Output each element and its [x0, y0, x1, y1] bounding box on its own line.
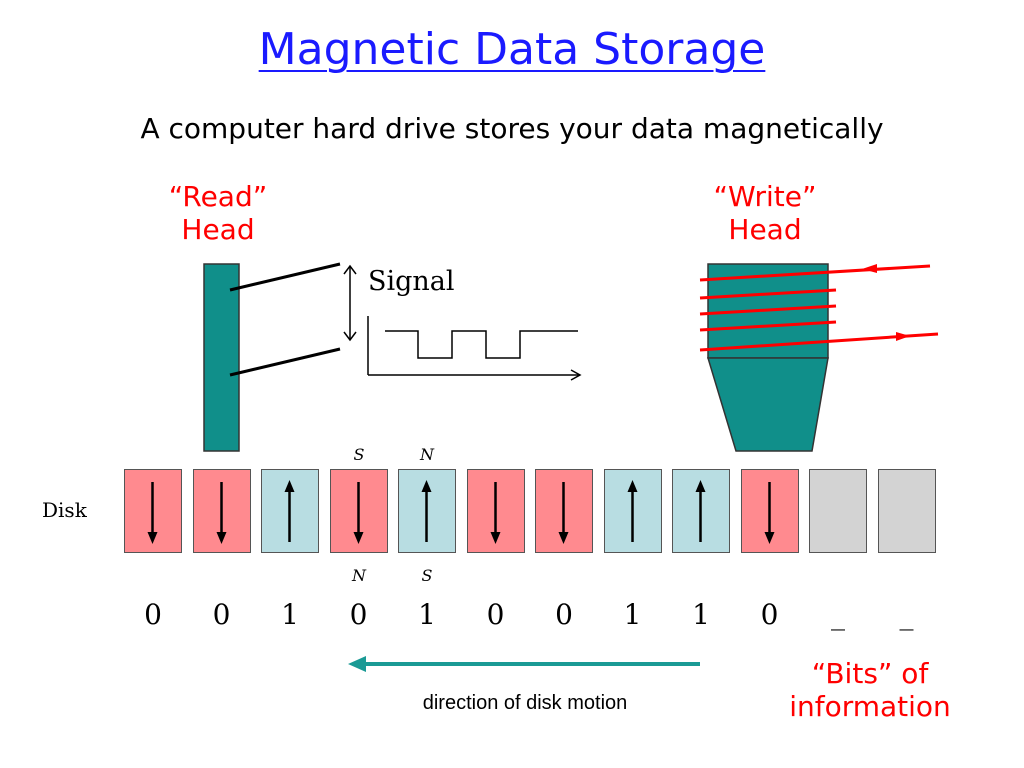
disk-cell-down: [192, 469, 251, 553]
arrow-down-icon: [216, 482, 226, 544]
bits-label-line1: “Bits” of: [811, 657, 929, 690]
disk-cell-up: [603, 469, 662, 553]
bit-value: 1: [418, 598, 436, 631]
direction-label: direction of disk motion: [422, 692, 628, 714]
bit-value: 0: [144, 598, 162, 631]
page-title: Magnetic Data Storage: [258, 24, 766, 75]
bit-value: 0: [486, 598, 505, 631]
arrow-down-icon: [490, 482, 500, 544]
signal-amplitude-arrow: [343, 264, 357, 342]
bits-label-line2: information: [789, 690, 951, 723]
disk-cell-down: [124, 469, 182, 553]
bit-value: _: [831, 598, 845, 631]
disk-cell-up: [672, 469, 730, 553]
bit-value: 0: [555, 598, 573, 631]
read-head-lead-top: [229, 262, 341, 292]
arrow-up-icon: [284, 480, 295, 542]
signal-label: Signal: [368, 266, 455, 297]
disk-label: Disk: [42, 498, 87, 522]
coil-current-in-arrow: [862, 264, 877, 273]
pole-label-top-n: N: [420, 445, 434, 464]
arrow-down-icon: [764, 482, 774, 544]
bit-value: 1: [692, 598, 710, 631]
read-head-label-line2: Head: [181, 213, 255, 246]
signal-axes: [367, 316, 582, 381]
disk-cell-down: [740, 469, 799, 553]
pole-label-bottom-s: S: [421, 566, 433, 585]
arrow-up-icon: [695, 480, 706, 542]
read-head-label-line1: “Read”: [168, 180, 268, 213]
bit-value: _: [899, 598, 914, 631]
page-subtitle: A computer hard drive stores your data m…: [140, 112, 884, 145]
disk-cell-empty: [877, 469, 936, 553]
disk-cell-empty: [809, 469, 867, 553]
disk-cell-down: [329, 469, 388, 553]
disk-cell-down: [466, 469, 525, 553]
disk-cell-up: [398, 469, 456, 553]
disk-motion-arrowhead: [348, 656, 366, 672]
bit-value: 0: [212, 598, 231, 631]
arrow-up-icon: [627, 480, 637, 542]
write-head-label-line1: “Write”: [713, 180, 817, 213]
bit-value: 1: [623, 598, 642, 631]
read-head-label: “Read” Head: [108, 180, 328, 246]
coil-current-out-arrow: [896, 332, 910, 341]
bits-label: “Bits” of information: [760, 657, 980, 723]
read-head-lead-bottom: [229, 347, 341, 377]
bit-value: 0: [760, 598, 779, 631]
arrow-up-icon: [421, 480, 432, 542]
disk-cell-up: [261, 469, 319, 553]
write-head-label-line2: Head: [728, 213, 802, 246]
pole-label-bottom-n: N: [352, 566, 366, 585]
disk-cell-down: [535, 469, 593, 553]
arrow-down-icon: [353, 482, 363, 544]
write-head-tip: [706, 357, 829, 452]
arrow-down-icon: [558, 482, 569, 544]
arrow-down-icon: [147, 482, 158, 544]
read-head: [203, 263, 240, 452]
signal-waveform: [385, 330, 578, 359]
bit-value: 0: [349, 598, 368, 631]
bit-value: 1: [281, 598, 299, 631]
write-head-label: “Write” Head: [655, 180, 875, 246]
pole-label-top-s: S: [353, 445, 365, 464]
